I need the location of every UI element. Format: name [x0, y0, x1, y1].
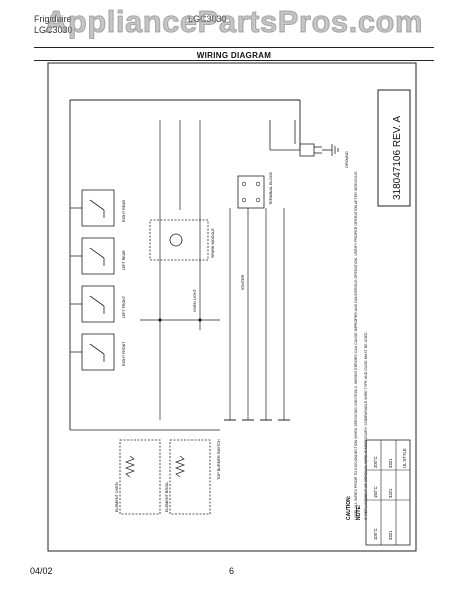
burner-switch-label: TOP BURNER SWITCH	[217, 439, 221, 480]
caution-text: LABEL ALL WIRES PRIOR TO DISCONNECTION W…	[354, 170, 358, 520]
header-brand: Frigidaire LGC3030	[34, 14, 73, 36]
note-title: NOTE:	[356, 504, 362, 520]
spark-module: SPARK MODULE	[149, 219, 215, 261]
oven-light-icon	[169, 233, 183, 247]
caution-block: CAUTION: LABEL ALL WIRES PRIOR TO DISCON…	[346, 170, 358, 520]
note-text: IF REPLACEMENT OF ORIGINAL WIRE IS NECES…	[364, 331, 368, 520]
power-cord	[269, 120, 322, 157]
brand-code: LGC3030	[34, 25, 73, 35]
page-number: 6	[229, 566, 235, 576]
terminal-block-label: TERMINAL BLOCK	[269, 172, 273, 205]
switch-label: LEFT REAR	[122, 250, 126, 270]
ground-icon: GROUND	[322, 144, 349, 168]
note-block: NOTE: IF REPLACEMENT OF ORIGINAL WIRE IS…	[356, 331, 368, 520]
table-cell-5: 105°C	[373, 528, 378, 540]
element-oven: ELEMENT OVEN	[115, 439, 161, 515]
table-cell-4: 3321	[388, 488, 393, 498]
footer-date: 04/02	[30, 566, 53, 576]
brand-name: Frigidaire	[34, 14, 72, 24]
table-cell-1: 200°C	[373, 456, 378, 468]
switch-sw4: RIGHT FRONT	[81, 333, 126, 371]
caution-title: CAUTION:	[346, 495, 352, 520]
switch-sw3: LEFT FRONT	[81, 285, 126, 323]
switch-label: RIGHT FRONT	[122, 341, 126, 366]
table-cell-3: 150°C	[373, 486, 378, 498]
igniter-label: IGNITER	[241, 274, 245, 290]
part-number: 318047106 REV. A	[392, 116, 403, 200]
switch-sw2: LEFT REAR	[81, 237, 126, 275]
element-broil: ELEMENT BROIL	[165, 439, 211, 515]
part-number-box	[377, 89, 411, 207]
header-rule	[34, 47, 434, 48]
title-rule	[34, 60, 434, 61]
switch-label: LEFT FRONT	[122, 295, 126, 318]
switch-sw1: RIGHT REAR	[81, 189, 126, 227]
spark-module-label: SPARK MODULE	[211, 228, 215, 258]
table-header: UL STYLE	[402, 448, 407, 468]
table-cell-6: 3321	[388, 530, 393, 540]
oven-light: OVEN LIGHT	[193, 288, 197, 312]
oven-light-label: OVEN LIGHT	[193, 288, 197, 312]
element-oven-label: ELEMENT OVEN	[115, 482, 119, 512]
diagram-frame	[47, 62, 417, 552]
terminal-block: TERMINAL BLOCK	[237, 172, 273, 209]
header-model: LGC3030	[188, 14, 227, 24]
ground-label: GROUND	[345, 151, 349, 168]
table-cell-2: 3321	[388, 458, 393, 468]
wire-table: 200°C 3321 150°C 3321 105°C 3321 UL STYL…	[365, 439, 411, 546]
switch-label: RIGHT REAR	[122, 199, 126, 222]
element-broil-label: ELEMENT BROIL	[165, 482, 169, 512]
page-title: WIRING DIAGRAM	[196, 51, 272, 60]
